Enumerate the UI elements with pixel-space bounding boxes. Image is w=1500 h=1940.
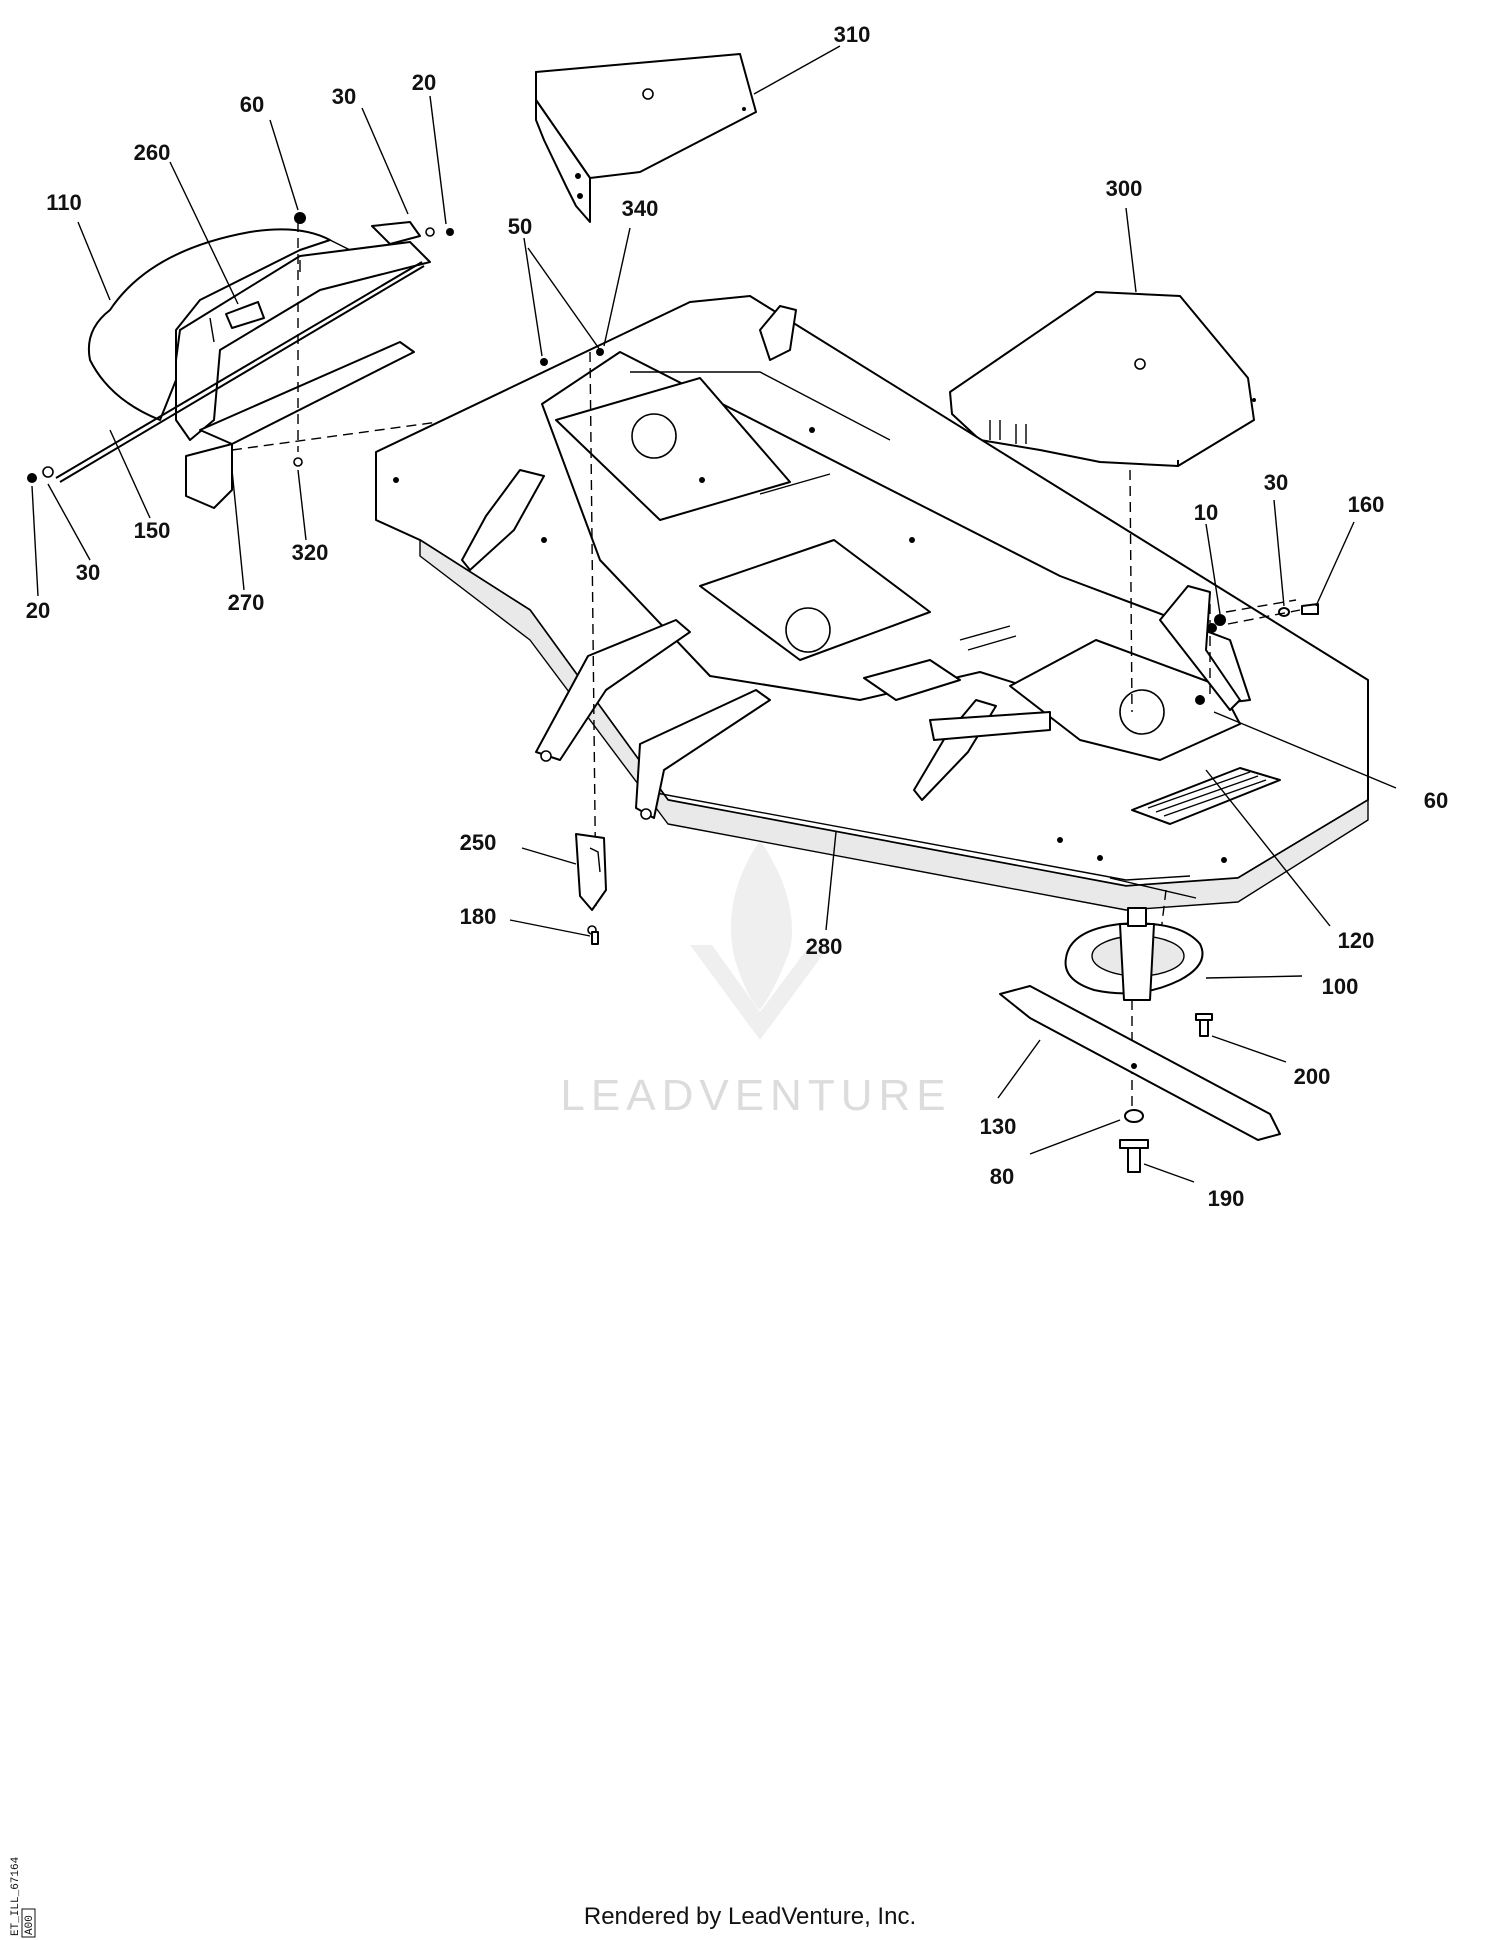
label-20-left: 20 xyxy=(26,598,50,623)
label-120: 120 xyxy=(1338,928,1375,953)
leader-lines xyxy=(31,45,1397,1183)
label-110: 110 xyxy=(46,190,82,215)
label-50: 50 xyxy=(508,214,532,239)
label-20-top: 20 xyxy=(412,70,436,95)
footer-credit: Rendered by LeadVenture, Inc. xyxy=(583,1903,917,1930)
label-270: 270 xyxy=(228,590,265,615)
label-150: 150 xyxy=(134,518,171,543)
label-160: 160 xyxy=(1348,492,1385,517)
label-180: 180 xyxy=(460,904,497,929)
drawing-code-id: ET_ILL_67164 xyxy=(10,1856,22,1936)
label-260: 260 xyxy=(134,140,171,165)
watermark-logo xyxy=(690,840,830,1040)
label-130: 130 xyxy=(980,1114,1017,1139)
part-310-shield xyxy=(535,53,757,223)
callout-labels: 310 60 30 20 260 110 50 340 300 150 320 … xyxy=(26,22,1448,1211)
right-hardware xyxy=(1214,603,1319,626)
spindle-and-blade xyxy=(999,907,1281,1173)
part-300-shield xyxy=(949,291,1256,467)
drawing-code: ET_ILL_67164 A00 xyxy=(10,1856,36,1938)
label-80: 80 xyxy=(990,1164,1014,1189)
left-deflector-assembly xyxy=(27,212,601,509)
drawing-code-rev: A00 xyxy=(24,1915,36,1935)
label-280: 280 xyxy=(806,934,843,959)
label-60-right: 60 xyxy=(1424,788,1448,813)
watermark: LEADVENTURE xyxy=(560,840,951,1120)
label-30-right: 30 xyxy=(1264,470,1288,495)
label-190: 190 xyxy=(1208,1186,1245,1211)
part-250-bracket xyxy=(575,833,607,945)
label-310: 310 xyxy=(834,22,871,47)
label-60-top: 60 xyxy=(240,92,264,117)
label-30-left: 30 xyxy=(76,560,100,585)
label-340: 340 xyxy=(622,196,659,221)
label-200: 200 xyxy=(1294,1064,1331,1089)
label-300: 300 xyxy=(1106,176,1143,201)
watermark-text: LEADVENTURE xyxy=(560,1071,951,1120)
label-10: 10 xyxy=(1194,500,1218,525)
label-30-top: 30 xyxy=(332,84,356,109)
part-280-mower-deck xyxy=(375,295,1369,935)
label-320: 320 xyxy=(292,540,329,565)
label-250: 250 xyxy=(460,830,497,855)
label-100: 100 xyxy=(1322,974,1359,999)
